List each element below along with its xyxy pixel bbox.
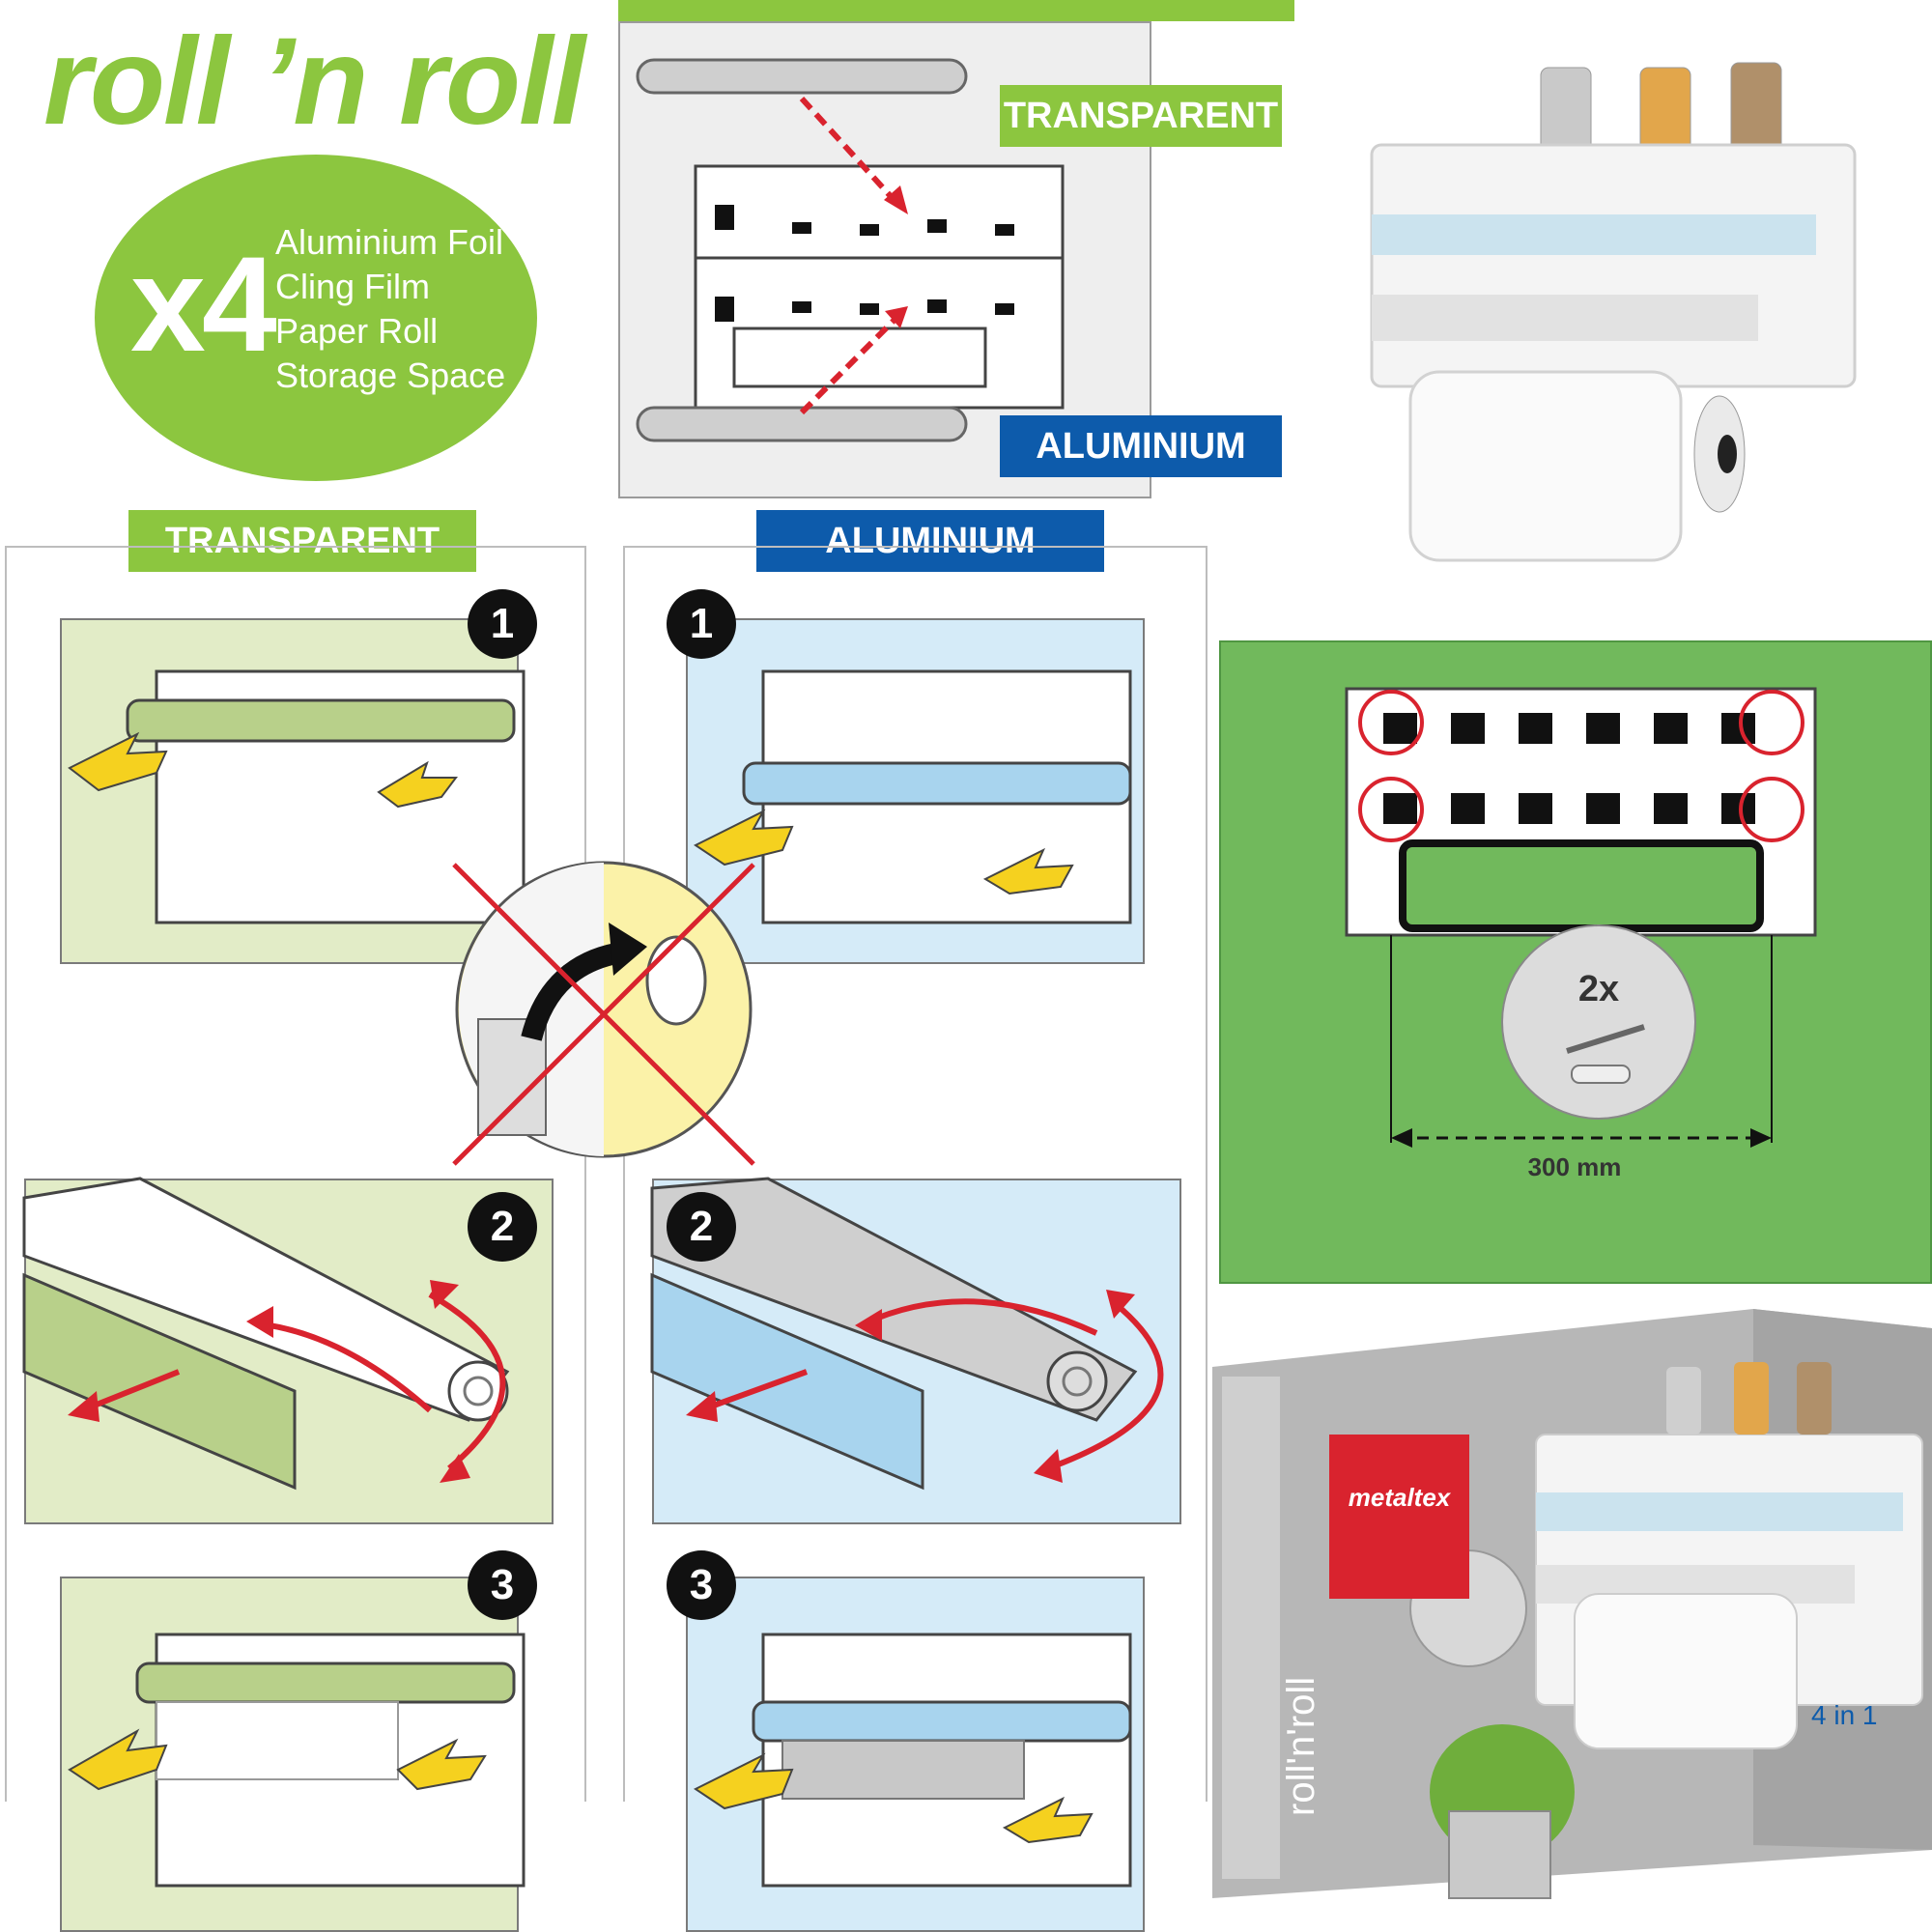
transparent-step-3-illustration xyxy=(68,1633,526,1888)
aluminium-step-2-illustration xyxy=(650,1177,1164,1491)
step-number-2-transparent: 2 xyxy=(468,1192,537,1262)
transparent-header: TRANSPARENT xyxy=(128,510,476,572)
product-box xyxy=(1212,1309,1932,1899)
screws-quantity: 2x xyxy=(1577,969,1620,1009)
box-variant: 4 in 1 xyxy=(1811,1700,1878,1730)
mounting-distance: 300 mm xyxy=(1527,1152,1622,1181)
transparent-step-2-illustration xyxy=(22,1177,510,1491)
brand-logo-text: metaltex xyxy=(1348,1483,1451,1512)
feature-item: Aluminium Foil xyxy=(275,222,504,262)
transparent-step-1-illustration xyxy=(68,669,526,924)
swap-diagram-illustration xyxy=(636,58,1065,442)
step-number-2-aluminium: 2 xyxy=(667,1192,736,1262)
brand-title: roll ’n roll xyxy=(43,13,585,151)
brand-logo: metaltex xyxy=(1329,1435,1469,1599)
features-badge xyxy=(95,155,537,481)
transparent-label-top: TRANSPARENT xyxy=(1000,85,1282,147)
aluminium-step-1-illustration xyxy=(694,669,1132,924)
transparent-column xyxy=(5,546,586,1802)
box-product-name: roll'n'roll xyxy=(1280,1676,1322,1816)
features-list: Aluminium Foil Cling Film Paper Roll Sto… xyxy=(275,220,505,398)
aluminium-header: ALUMINIUM xyxy=(756,510,1104,572)
step-number-3-transparent: 3 xyxy=(468,1550,537,1620)
step-number-3-aluminium: 3 xyxy=(667,1550,736,1620)
step-number-1-aluminium: 1 xyxy=(667,589,736,659)
feature-item: Storage Space xyxy=(275,355,506,395)
top-green-strip xyxy=(618,0,1294,21)
feature-item: Cling Film xyxy=(275,267,431,306)
product-photo xyxy=(1370,62,1857,562)
multiplier-label: x4 xyxy=(130,228,277,380)
aluminium-step-3-illustration xyxy=(694,1633,1132,1888)
aluminium-column xyxy=(623,546,1208,1802)
feature-item: Paper Roll xyxy=(275,311,439,351)
aluminium-label-top: ALUMINIUM xyxy=(1000,415,1282,477)
step-number-1-transparent: 1 xyxy=(468,589,537,659)
mounting-illustration xyxy=(1345,687,1817,1148)
warning-illustration xyxy=(452,861,755,1166)
